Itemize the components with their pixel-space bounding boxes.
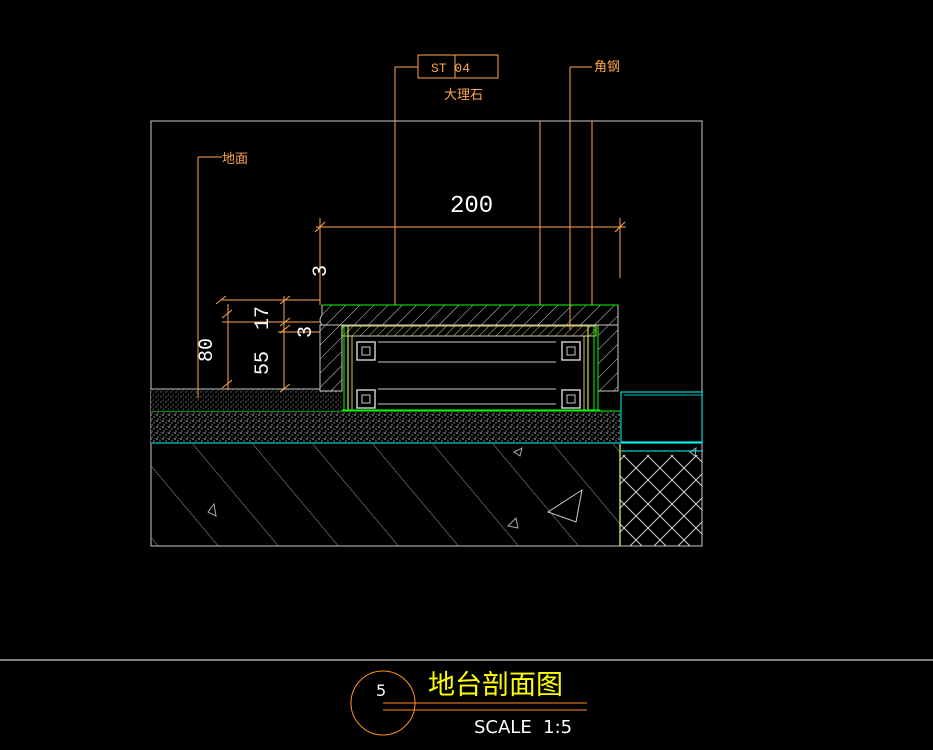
drawing-scale: SCALE 1:5	[474, 717, 572, 738]
right-crosshatch	[620, 455, 702, 546]
dim-total-height: 80	[196, 338, 219, 362]
material-tag-label: ST 04	[431, 61, 470, 76]
leaders	[198, 66, 593, 330]
leader-angle-steel: 角钢	[594, 60, 620, 75]
material-tag-sub: 大理石	[444, 88, 483, 103]
right-floor-step	[620, 391, 703, 452]
dim-small-height: 3	[295, 326, 318, 338]
dim-top-gap: 3	[310, 265, 333, 277]
material-tag-box	[417, 54, 499, 79]
concrete-base	[151, 444, 697, 546]
dimensions	[197, 157, 626, 398]
screed-layer	[151, 411, 620, 444]
floor-finish-left	[151, 389, 341, 411]
dim-upper-height: 17	[252, 306, 275, 330]
dim-width: 200	[450, 193, 493, 220]
detail-number: 5	[376, 681, 386, 700]
title-block	[0, 659, 933, 736]
leader-ground: 地面	[222, 152, 248, 167]
dim-lower-height: 55	[252, 351, 275, 375]
drawing-title: 地台剖面图	[428, 670, 563, 701]
platform-section	[319, 304, 619, 411]
